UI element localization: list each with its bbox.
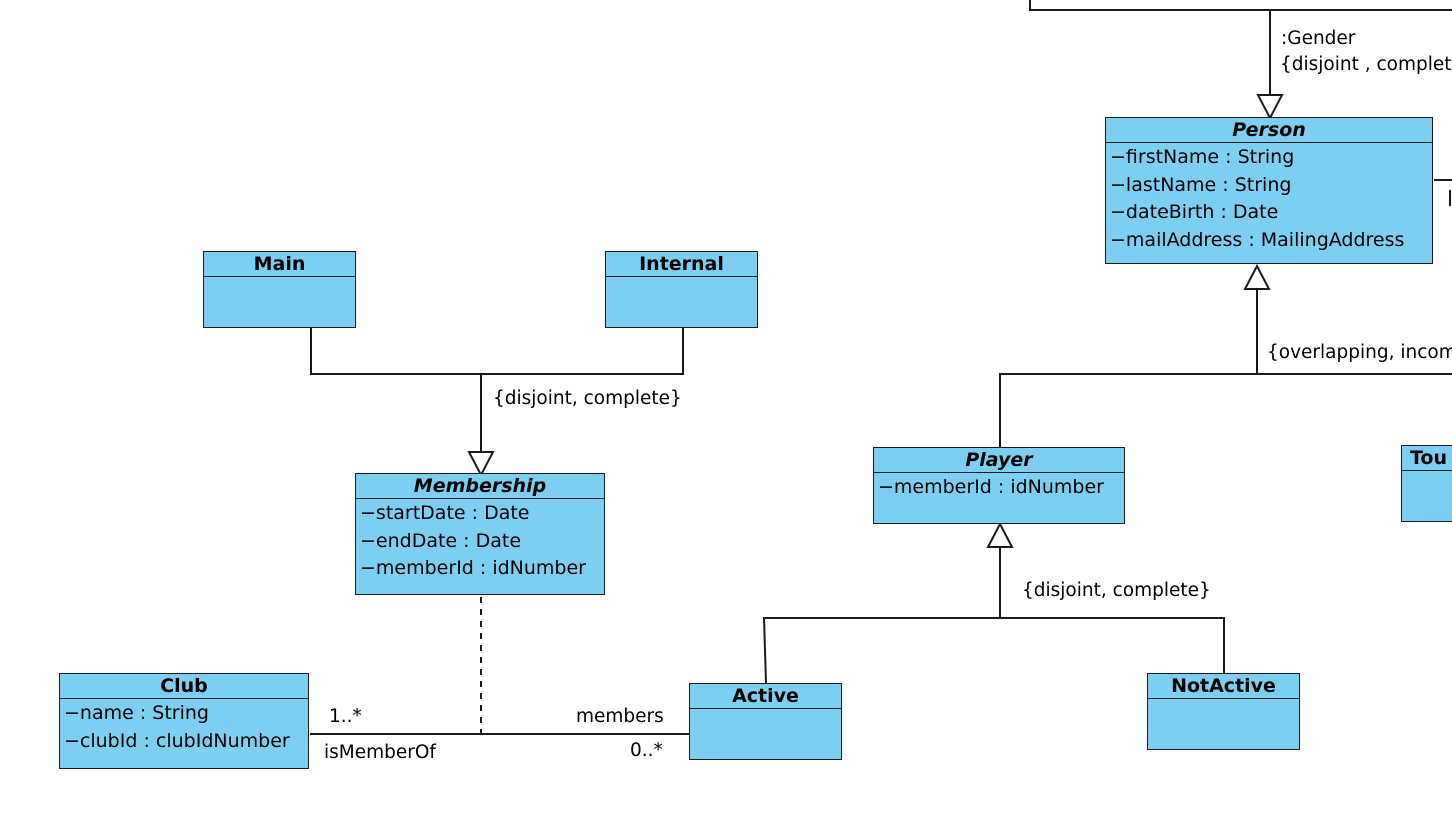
club-multiplicity-label: 1..* bbox=[329, 706, 362, 727]
attribute: −endDate : Date bbox=[360, 529, 522, 552]
tournament-class-partial[interactable]: Tou bbox=[1401, 445, 1452, 522]
attribute: −dateBirth : Date bbox=[1110, 201, 1279, 223]
gender-constraint-label: {disjoint , complet bbox=[1280, 54, 1452, 75]
attribute: −firstName : String bbox=[1110, 146, 1295, 168]
active-class[interactable]: Active bbox=[689, 683, 842, 760]
attribute: −clubId : clubIdNumber bbox=[64, 729, 290, 752]
club-class[interactable]: Club −name : String −clubId : clubIdNumb… bbox=[59, 673, 309, 769]
active-role-label: members bbox=[576, 706, 664, 727]
person-class[interactable]: Person −firstName : String −lastName : S… bbox=[1105, 117, 1433, 264]
main-class[interactable]: Main bbox=[203, 251, 356, 328]
membership-class[interactable]: Membership −startDate : Date −endDate : … bbox=[355, 473, 605, 595]
player-generalization-line bbox=[762, 547, 1225, 684]
class-name: Main bbox=[204, 252, 355, 277]
attribute: −memberId : idNumber bbox=[360, 557, 586, 579]
membership-generalization-line bbox=[310, 327, 684, 452]
gender-label: :Gender bbox=[1281, 28, 1356, 49]
class-name: Active bbox=[690, 684, 841, 709]
attribute: −startDate : Date bbox=[360, 502, 530, 524]
membership-generalization-arrow bbox=[467, 451, 495, 478]
membership-constraint-label: {disjoint, complete} bbox=[493, 388, 682, 409]
class-name: Club bbox=[60, 674, 308, 699]
active-multiplicity-label: 0..* bbox=[630, 740, 663, 761]
attribute: −mailAddress : MailingAddress bbox=[1110, 228, 1405, 251]
class-name: Membership bbox=[356, 474, 604, 499]
person-generalization-arrow bbox=[1243, 263, 1271, 290]
club-role-label: isMemberOf bbox=[324, 742, 436, 763]
gender-generalization-line bbox=[1029, 0, 1452, 95]
player-generalization-arrow bbox=[986, 521, 1014, 548]
attribute: −memberId : idNumber bbox=[878, 476, 1104, 498]
class-name: Person bbox=[1106, 118, 1432, 143]
attribute: −lastName : String bbox=[1110, 173, 1292, 196]
attribute: −name : String bbox=[64, 702, 209, 724]
class-name: Internal bbox=[606, 252, 757, 277]
player-class[interactable]: Player −memberId : idNumber bbox=[873, 447, 1125, 524]
class-name: Player bbox=[874, 448, 1124, 473]
person-generalization-line bbox=[999, 289, 1452, 448]
class-name: NotActive bbox=[1148, 674, 1299, 699]
class-name: Tou bbox=[1402, 446, 1452, 471]
player-constraint-label: {disjoint, complete} bbox=[1022, 580, 1211, 601]
gender-generalization-arrow bbox=[1256, 94, 1284, 121]
notactive-class[interactable]: NotActive bbox=[1147, 673, 1300, 750]
internal-class[interactable]: Internal bbox=[605, 251, 758, 328]
person-constraint-label: {overlapping, incom bbox=[1267, 342, 1452, 363]
